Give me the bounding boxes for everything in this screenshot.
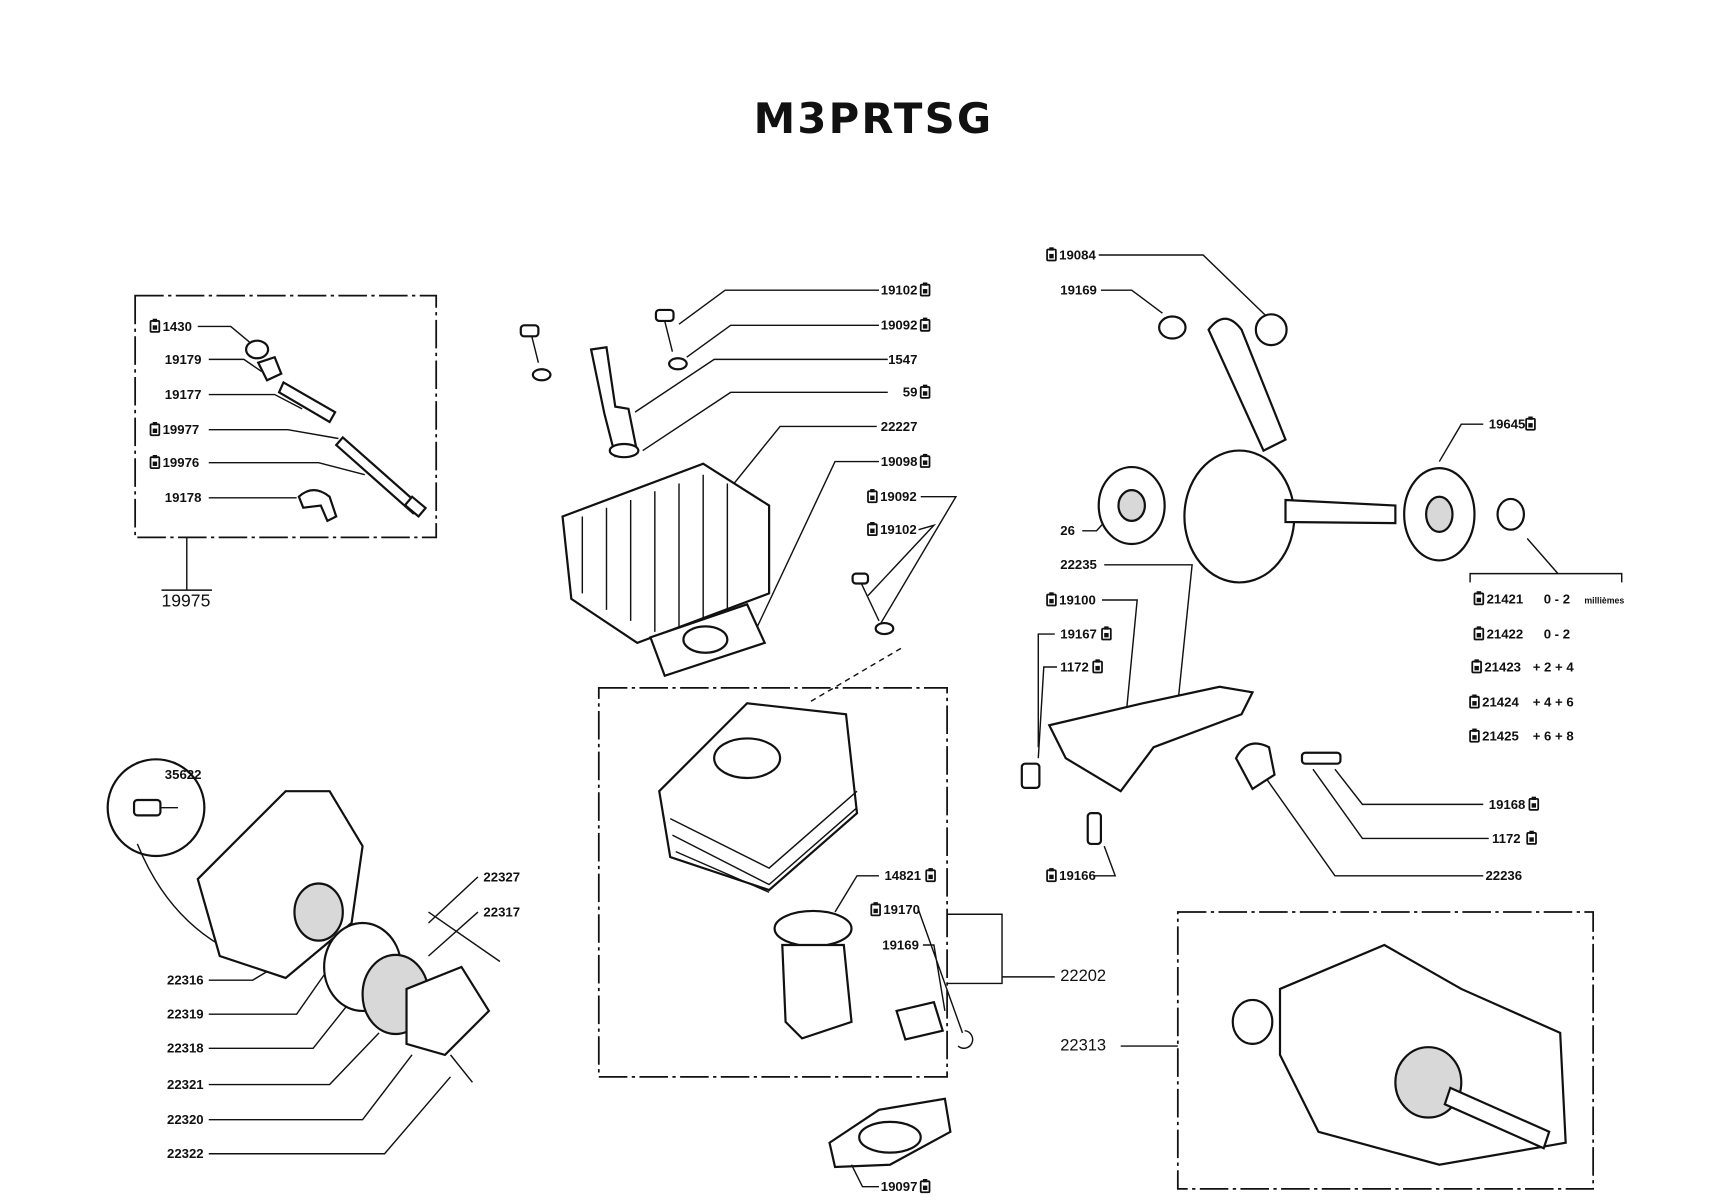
part-label: 19084 (1059, 247, 1096, 262)
part-label: 19097 (881, 1179, 918, 1194)
part-label: 19645 (1489, 417, 1526, 432)
package-icon (919, 316, 931, 332)
package-icon (149, 317, 161, 333)
part-label: 19169 (882, 937, 919, 952)
package-icon (1469, 693, 1480, 709)
package-icon (149, 421, 161, 437)
part-label: 19166 (1059, 868, 1096, 883)
package-icon (1473, 590, 1485, 606)
package-icon (919, 383, 931, 399)
part-label: 19976 (163, 455, 200, 470)
assembly-label: 22313 (1060, 1036, 1106, 1054)
part-label: 19102 (881, 283, 918, 298)
oversize-ref: 21421 (1487, 591, 1524, 606)
page-title: M3PRTSG (754, 94, 994, 143)
group-frame (597, 687, 948, 1078)
part-label: 19168 (1489, 797, 1526, 812)
part-label: 19102 (880, 522, 917, 537)
cylinder-group: 22202 14821 19170 19169 19097 (597, 687, 1106, 1194)
oversize-range: + 2 + 4 (1533, 659, 1575, 674)
package-icon (919, 452, 931, 468)
oversize-unit: millièmes (1584, 595, 1624, 605)
assembly-label: 19975 (162, 591, 211, 611)
oversize-ref: 21423 (1484, 659, 1521, 674)
package-icon (1046, 246, 1057, 262)
crankshaft-group: 19084 19169 19645 26 22235 19100 19167 1… (1020, 246, 1540, 883)
package-icon (925, 867, 936, 883)
package-icon (1525, 415, 1536, 431)
part-label: 22321 (167, 1077, 204, 1092)
package-icon (870, 901, 881, 917)
part-label: 19177 (165, 387, 202, 402)
part-label: 22327 (483, 869, 520, 884)
part-label: 19092 (880, 489, 917, 504)
part-label: 22236 (1485, 868, 1522, 883)
oversize-range: + 6 + 8 (1533, 729, 1574, 744)
package-icon (919, 1178, 931, 1194)
kickstart-group: 19975 1430 19179 19177 19977 19976 19178 (134, 294, 438, 611)
package-icon (1046, 867, 1057, 883)
part-label: 22318 (167, 1041, 204, 1056)
oversize-ref: 21422 (1487, 626, 1524, 641)
part-label: 19100 (1059, 592, 1096, 607)
part-label: 1172 (1060, 659, 1089, 674)
part-label: 1547 (888, 352, 917, 367)
package-icon (1528, 795, 1540, 811)
cylinder-head-group: 19102 19092 1547 59 22227 19098 19092 19… (519, 281, 958, 704)
part-label: 22320 (167, 1112, 204, 1127)
package-icon (1092, 658, 1103, 674)
part-label: 59 (903, 385, 918, 400)
clutch-group: 35622 22327 22317 22316 22319 22318 2232… (106, 758, 520, 1161)
oversize-piston-table: 21421 0 - 2 millièmes 21422 0 - 2 21423 … (1469, 538, 1624, 744)
part-label: 22317 (483, 904, 520, 919)
part-label: 19169 (1060, 283, 1097, 298)
part-label: 19179 (165, 352, 202, 367)
oversize-ref: 21424 (1482, 695, 1519, 710)
part-label: 19092 (881, 318, 918, 333)
package-icon (1101, 625, 1112, 641)
part-label: 22319 (167, 1007, 204, 1022)
part-label: 1172 (1492, 831, 1521, 846)
package-icon (1526, 829, 1537, 845)
part-label: 19178 (165, 490, 202, 505)
assembly-label: 22202 (1060, 967, 1106, 985)
oversize-range: 0 - 2 (1544, 626, 1570, 641)
package-icon (149, 454, 161, 470)
part-label: 14821 (884, 868, 921, 883)
oversize-range: 0 - 2 (1544, 591, 1570, 606)
group-frame (134, 294, 438, 539)
package-icon (1469, 727, 1480, 743)
part-label: 19170 (883, 902, 920, 917)
part-label: 19167 (1060, 626, 1097, 641)
package-icon (1046, 591, 1057, 607)
part-label: 35622 (165, 767, 202, 782)
part-label: 22235 (1060, 557, 1097, 572)
package-icon (1473, 625, 1485, 641)
oversize-range: + 4 + 6 (1533, 695, 1574, 710)
part-label: 19098 (881, 454, 918, 469)
package-icon (1471, 658, 1482, 674)
part-label: 1430 (163, 319, 192, 334)
package-icon (867, 521, 878, 537)
package-icon (919, 281, 931, 297)
package-icon (867, 488, 878, 504)
group-frame (1176, 911, 1595, 1190)
part-label: 22316 (167, 973, 204, 988)
oversize-ref: 21425 (1482, 729, 1519, 744)
part-label: 19977 (163, 422, 200, 437)
part-label: 22322 (167, 1146, 204, 1161)
part-label: 22227 (881, 419, 918, 434)
transmission-group: 22313 (1060, 911, 1595, 1190)
part-label: 26 (1060, 523, 1075, 538)
